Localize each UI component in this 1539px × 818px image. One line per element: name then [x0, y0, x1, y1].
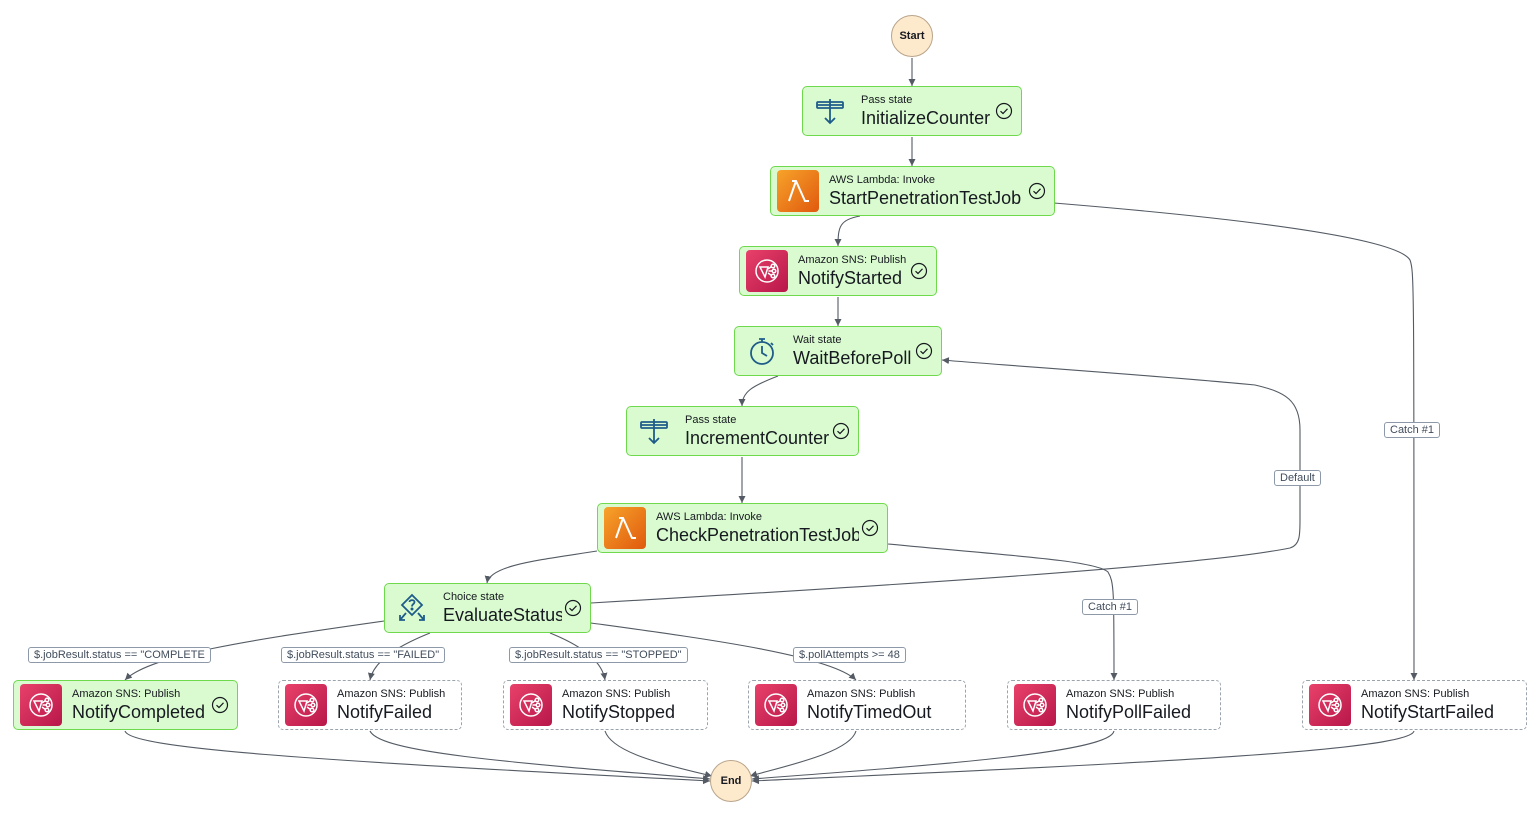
end-terminal[interactable]: End	[710, 760, 752, 802]
edge-evaluate-completed	[124, 620, 385, 681]
sns-icon	[20, 684, 62, 726]
start-label: Start	[899, 30, 925, 42]
lambda-icon	[604, 507, 646, 549]
state-type-label: Choice state	[443, 591, 505, 603]
state-type-label: Amazon SNS: Publish	[562, 688, 671, 700]
check-circle-icon	[995, 102, 1013, 120]
edge-completed-end	[124, 730, 711, 785]
state-type-label: AWS Lambda: Invoke	[656, 511, 762, 523]
edge-stopped-end	[604, 730, 713, 778]
edge-pollfailed-end	[751, 730, 1115, 782]
sns-icon	[746, 250, 788, 292]
state-notify-poll-failed[interactable]: Amazon SNS: Publish NotifyPollFailed	[1007, 680, 1221, 730]
state-type-label: Amazon SNS: Publish	[798, 254, 907, 266]
state-name-label: EvaluateStatus	[443, 605, 562, 625]
state-notify-stopped[interactable]: Amazon SNS: Publish NotifyStopped	[503, 680, 708, 730]
edge-label-timeout: $.pollAttempts >= 48	[793, 647, 906, 663]
edge-label-failed: $.jobResult.status == "FAILED"	[281, 647, 446, 663]
state-notify-failed[interactable]: Amazon SNS: Publish NotifyFailed	[278, 680, 462, 730]
check-circle-icon	[861, 519, 879, 537]
state-wait-before-poll[interactable]: Wait state WaitBeforePoll	[734, 326, 942, 376]
edge-label-catch-poll: Catch #1	[1082, 599, 1139, 615]
state-initialize-counter[interactable]: Pass state InitializeCounter	[802, 86, 1022, 136]
edge-label-stopped: $.jobResult.status == "STOPPED"	[509, 647, 688, 663]
state-type-label: Amazon SNS: Publish	[807, 688, 916, 700]
state-type-label: Amazon SNS: Publish	[1066, 688, 1175, 700]
state-name-label: StartPenetrationTestJob	[829, 188, 1022, 208]
state-name-label: NotifyFailed	[337, 702, 433, 722]
end-label: End	[720, 775, 742, 787]
state-name-label: NotifyStarted	[798, 268, 903, 288]
edge-label-complete: $.jobResult.status == "COMPLETE	[28, 647, 211, 663]
sns-icon	[510, 684, 552, 726]
state-name-label: WaitBeforePoll	[793, 348, 912, 368]
state-type-label: Amazon SNS: Publish	[72, 688, 181, 700]
state-notify-completed[interactable]: Amazon SNS: Publish NotifyCompleted	[13, 680, 238, 730]
sns-icon	[755, 684, 797, 726]
edge-failed-end	[369, 730, 711, 782]
edge-label-default: Default	[1274, 470, 1321, 486]
edge-startjob-catch	[1053, 202, 1418, 681]
state-start-job[interactable]: AWS Lambda: Invoke StartPenetrationTestJ…	[770, 166, 1055, 216]
state-notify-start-failed[interactable]: Amazon SNS: Publish NotifyStartFailed	[1302, 680, 1527, 730]
edge-check-catch	[887, 543, 1118, 681]
state-name-label: NotifyCompleted	[72, 702, 206, 722]
edge-startjob-notifystarted	[834, 215, 861, 247]
edge-wait-increment	[738, 375, 779, 407]
state-name-label: IncrementCounter	[685, 428, 830, 448]
state-name-label: CheckPenetrationTestJob	[656, 525, 859, 545]
state-name-label: InitializeCounter	[861, 108, 991, 128]
check-circle-icon	[1028, 182, 1046, 200]
edge-check-evaluate	[484, 550, 598, 584]
state-type-label: Wait state	[793, 334, 842, 346]
state-name-label: NotifyPollFailed	[1066, 702, 1192, 722]
check-circle-icon	[211, 696, 229, 714]
stopwatch-icon	[741, 330, 783, 372]
state-name-label: NotifyStopped	[562, 702, 676, 722]
state-evaluate-status[interactable]: Choice state EvaluateStatus	[384, 583, 591, 633]
state-type-label: Pass state	[685, 414, 737, 426]
lambda-icon	[777, 170, 819, 212]
state-check-job[interactable]: AWS Lambda: Invoke CheckPenetrationTestJ…	[597, 503, 888, 553]
check-circle-icon	[832, 422, 850, 440]
state-name-label: NotifyTimedOut	[807, 702, 932, 722]
edge-timedout-end	[749, 730, 857, 778]
sns-icon	[1014, 684, 1056, 726]
pass-state-icon	[809, 90, 851, 132]
state-type-label: AWS Lambda: Invoke	[829, 174, 935, 186]
sns-icon	[285, 684, 327, 726]
state-increment-counter[interactable]: Pass state IncrementCounter	[626, 406, 859, 456]
state-type-label: Amazon SNS: Publish	[1361, 688, 1470, 700]
check-circle-icon	[915, 342, 933, 360]
state-name-label: NotifyStartFailed	[1361, 702, 1495, 722]
check-circle-icon	[564, 599, 582, 617]
state-notify-started[interactable]: Amazon SNS: Publish NotifyStarted	[739, 246, 937, 296]
pass-state-icon	[633, 410, 675, 452]
state-notify-timed-out[interactable]: Amazon SNS: Publish NotifyTimedOut	[748, 680, 966, 730]
check-circle-icon	[910, 262, 928, 280]
edge-evaluate-default	[590, 357, 1301, 604]
choice-icon	[391, 587, 433, 629]
edge-startfailed-end	[751, 730, 1415, 785]
state-type-label: Pass state	[861, 94, 913, 106]
sns-icon	[1309, 684, 1351, 726]
edge-evaluate-timedout	[590, 622, 857, 681]
start-terminal[interactable]: Start	[891, 15, 933, 57]
edge-label-catch-start: Catch #1	[1384, 422, 1441, 438]
state-type-label: Amazon SNS: Publish	[337, 688, 446, 700]
